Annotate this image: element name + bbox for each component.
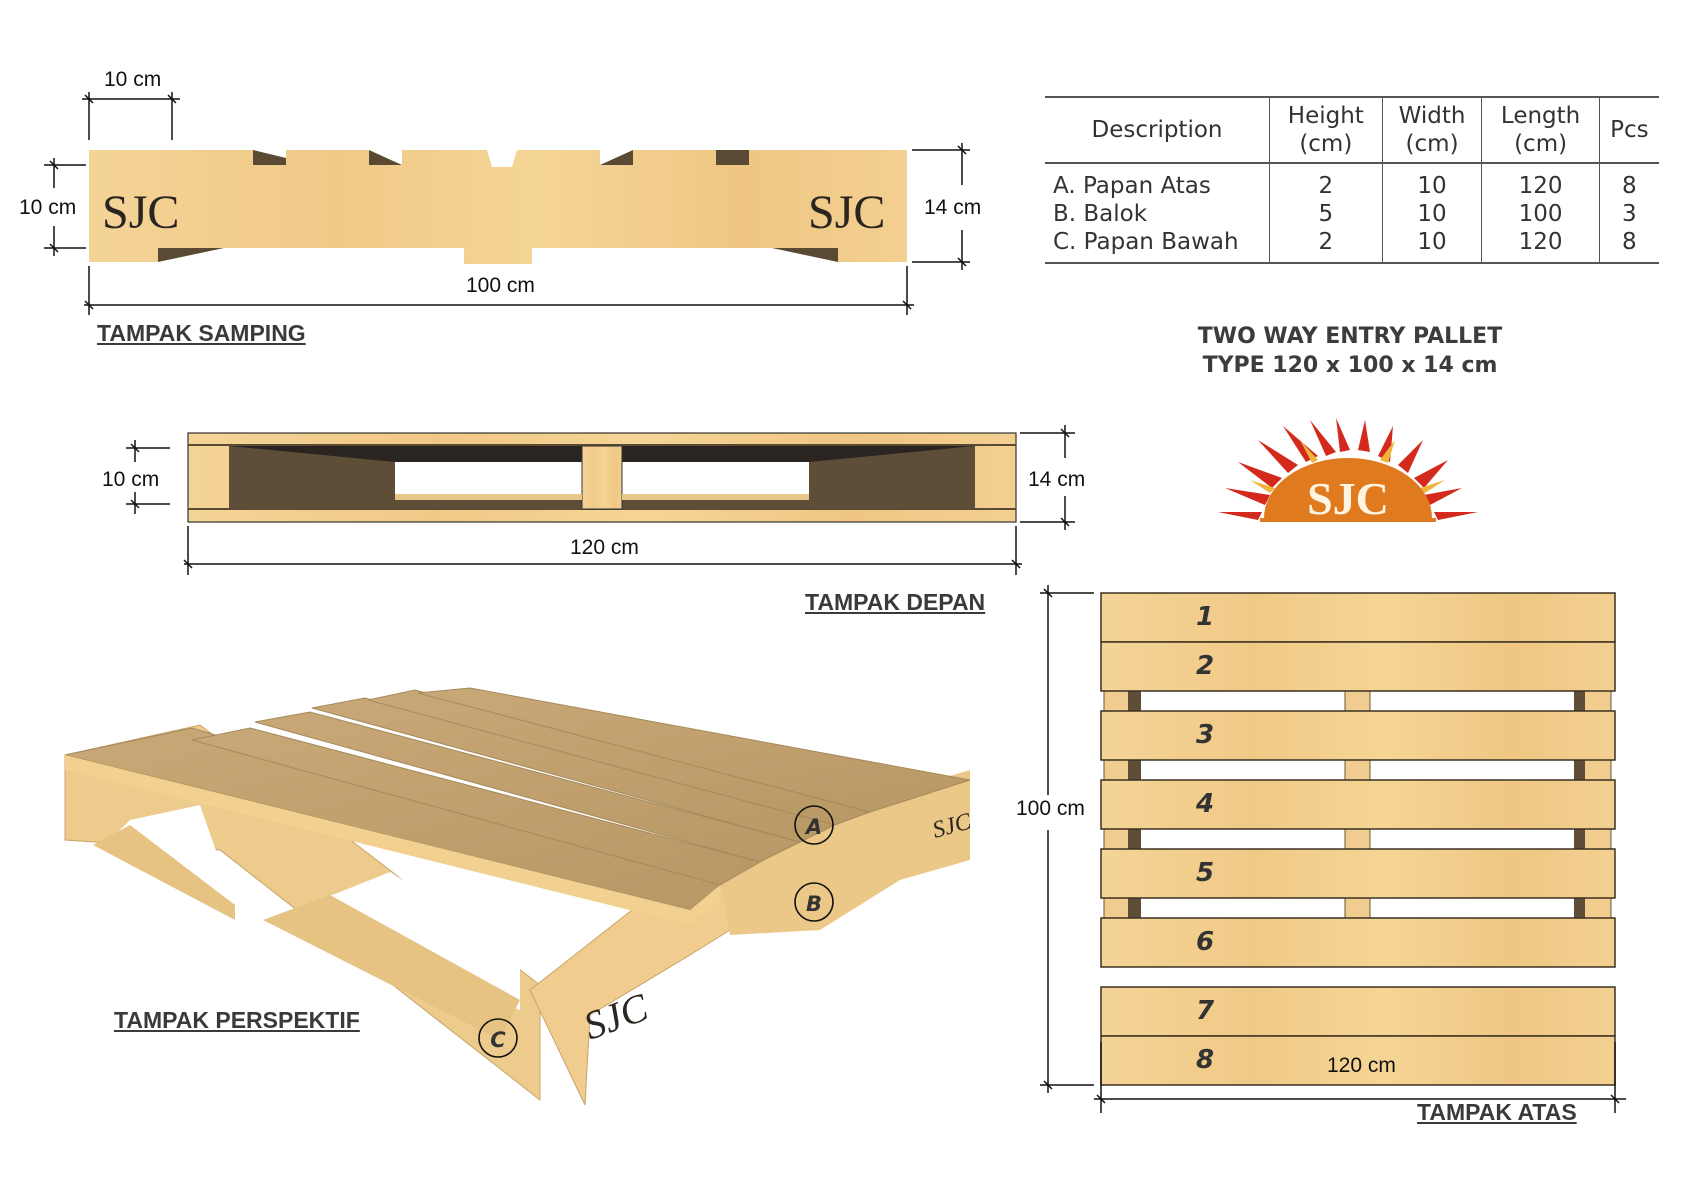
top-view: 1 2 3 4 5 6 7 8 100 cm 120 cm: [1016, 585, 1626, 1113]
top-dim-length: 120 cm: [1327, 1054, 1396, 1077]
top-dim-lines: [1040, 585, 1626, 1113]
top-board: [1100, 592, 1616, 643]
cell-pcs: 3: [1598, 200, 1659, 228]
drawing-title: TWO WAY ENTRY PALLET TYPE 120 x 100 x 14…: [1140, 322, 1560, 380]
label-side-view: TAMPAK SAMPING: [97, 320, 306, 346]
cell-description: C. Papan Bawah: [1045, 228, 1270, 264]
cell-height: 5: [1269, 200, 1383, 228]
notch-shadow: [158, 248, 224, 262]
svg-text:C: C: [490, 1028, 506, 1052]
spec-table: Description Height(cm) Width(cm) Length(…: [1045, 96, 1659, 264]
board-number: 7: [1196, 996, 1215, 1026]
top-board: [1100, 641, 1616, 692]
front-dim-total-length: 120 cm: [570, 536, 639, 559]
board-number: 4: [1195, 789, 1214, 819]
cell-height: 2: [1269, 163, 1383, 200]
cell-width: 10: [1381, 163, 1482, 200]
cell-length: 120: [1481, 163, 1600, 200]
front-dim-block-height: 10 cm: [102, 468, 159, 491]
cell-description: A. Papan Atas: [1053, 173, 1211, 199]
board-number: 2: [1196, 651, 1214, 681]
notch-shadow: [772, 248, 838, 262]
flame-icon: [1218, 418, 1478, 520]
side-dim-block-width: 10 cm: [104, 68, 161, 91]
board-number: 5: [1196, 858, 1214, 888]
top-board: [1100, 710, 1616, 761]
top-boards: [1100, 592, 1616, 1086]
notch-shadow: [600, 150, 633, 165]
cell-width: 10: [1381, 228, 1482, 264]
label-front-view: TAMPAK DEPAN: [805, 589, 986, 615]
side-view-body: [89, 150, 907, 264]
flame-highlight-icon: [1250, 440, 1445, 493]
title-line-1: TWO WAY ENTRY PALLET: [1197, 324, 1503, 349]
callout-b: B: [794, 882, 834, 922]
cell-pcs: 8: [1598, 163, 1659, 200]
top-dim-width: 100 cm: [1016, 797, 1085, 820]
title-line-2: TYPE 120 x 100 x 14 cm: [1202, 353, 1498, 378]
front-dim-total-height: 14 cm: [1028, 468, 1085, 491]
top-board: [1100, 848, 1616, 899]
logo-text: SJC: [1307, 473, 1389, 524]
perspective-view: SJC SJC A B C: [64, 687, 975, 1106]
board-number: 6: [1196, 927, 1214, 957]
col-header-description: Description: [1045, 96, 1270, 164]
top-board: [1100, 779, 1616, 830]
spec-table-header: Description Height(cm) Width(cm) Length(…: [1045, 96, 1659, 164]
cell-description: B. Balok: [1053, 201, 1148, 227]
notch-shadow: [716, 150, 749, 165]
table-row: B. Balok 5 10 100 3: [1045, 200, 1659, 228]
front-dim-lines: [126, 425, 1075, 575]
side-logo-left: SJC: [102, 186, 179, 239]
cell-width: 10: [1381, 200, 1482, 228]
callout-a: A: [794, 805, 834, 845]
side-dim-lines: [44, 92, 970, 315]
table-row: A. Papan Atas 2 10 120 8: [1045, 163, 1659, 200]
cell-length: 120: [1481, 228, 1600, 264]
top-board: [1100, 986, 1616, 1037]
board-number: 8: [1196, 1045, 1214, 1075]
board-number: 1: [1196, 602, 1214, 632]
side-view: SJC SJC 10 cm 10 cm 14 cm 100 cm: [19, 68, 981, 315]
top-board: [1100, 917, 1616, 968]
svg-text:A: A: [804, 815, 822, 839]
board-number: 3: [1196, 720, 1214, 750]
table-row: C. Papan Bawah 2 10 120 8: [1045, 228, 1659, 264]
col-header-width: Width(cm): [1381, 96, 1482, 164]
side-dim-total-height: 14 cm: [924, 196, 981, 219]
perspective-top-boards: [64, 687, 971, 911]
cell-height: 2: [1269, 228, 1383, 264]
col-header-length: Length(cm): [1481, 96, 1600, 164]
svg-text:B: B: [806, 892, 822, 916]
notch-shadow: [369, 150, 402, 165]
front-view: 10 cm 14 cm 120 cm: [102, 425, 1085, 575]
sjc-logo: SJC: [1218, 418, 1478, 524]
callout-c: C: [478, 1018, 518, 1058]
side-dim-block-height: 10 cm: [19, 196, 76, 219]
side-logo-right: SJC: [808, 186, 885, 239]
label-perspective-view: TAMPAK PERSPEKTIF: [114, 1007, 360, 1033]
cell-pcs: 8: [1598, 228, 1659, 264]
label-top-view: TAMPAK ATAS: [1417, 1099, 1577, 1125]
cell-length: 100: [1481, 200, 1600, 228]
col-header-pcs: Pcs: [1598, 96, 1659, 164]
side-dim-total-length: 100 cm: [466, 274, 535, 297]
col-header-height: Height(cm): [1269, 96, 1383, 164]
notch-shadow: [253, 150, 286, 165]
